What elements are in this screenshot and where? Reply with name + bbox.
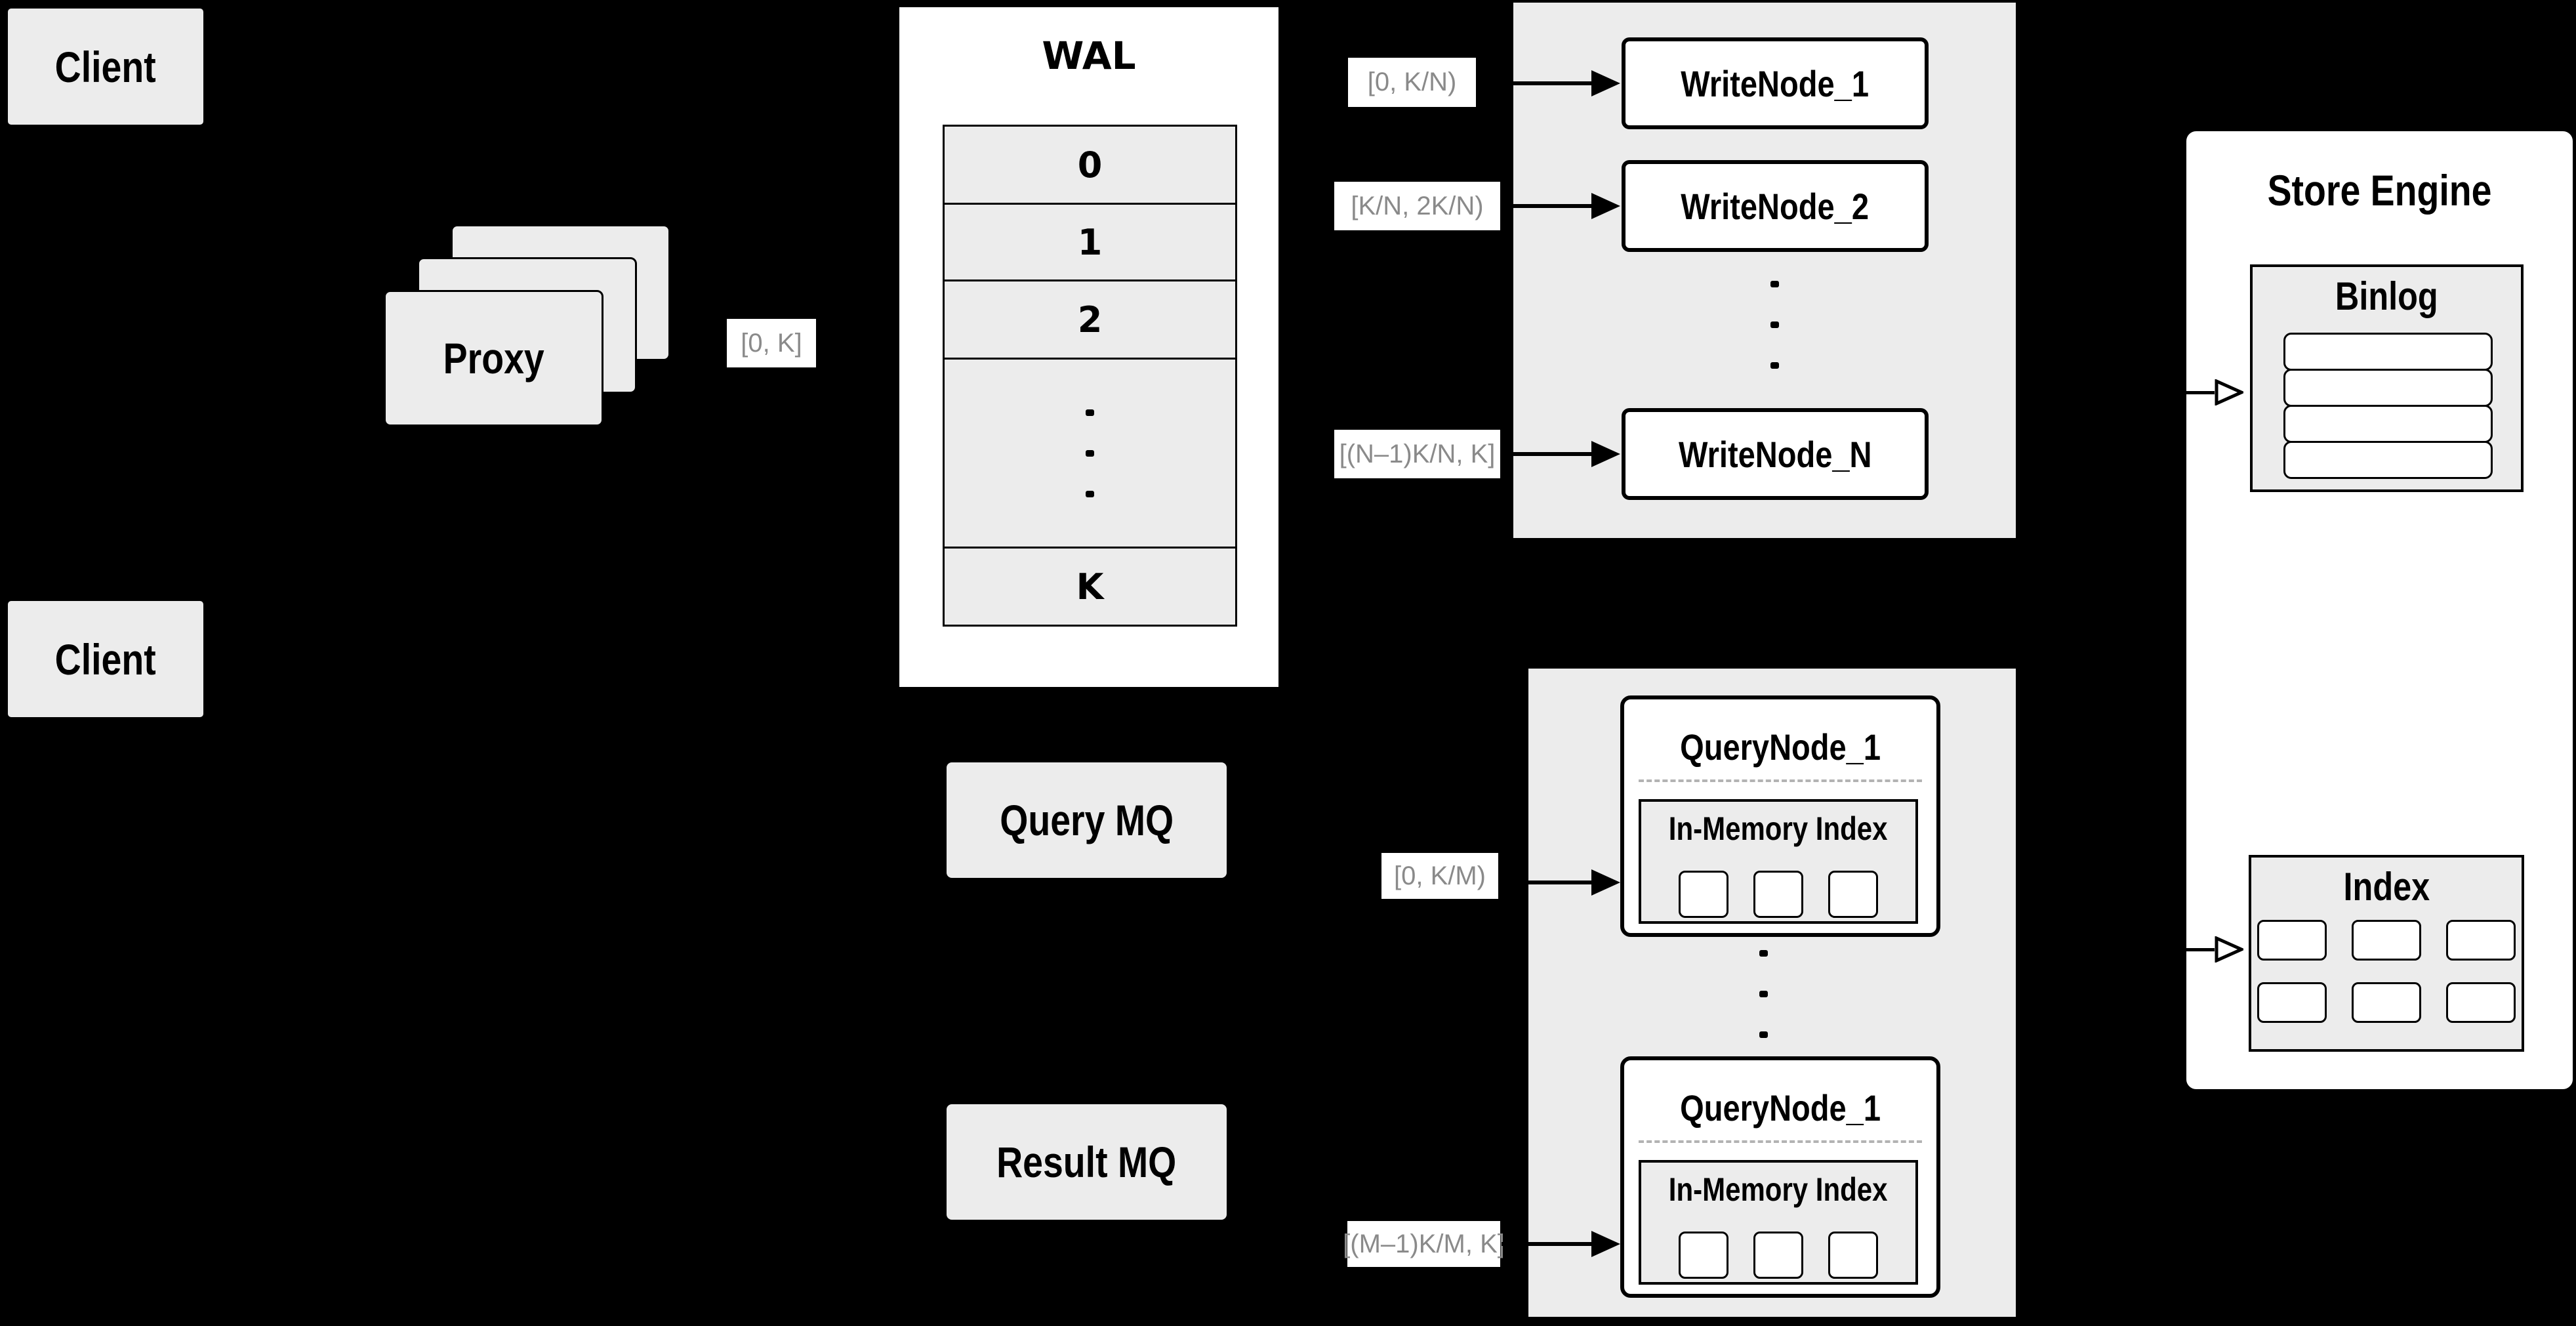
write-group-ellipsis-dots <box>1770 281 1779 369</box>
wal-title: WAL <box>1042 33 1136 78</box>
query-node-top-divider <box>1639 779 1922 782</box>
wal-ellipsis-dots <box>1086 409 1094 497</box>
index-cells-row-2 <box>2251 982 2522 1023</box>
arrow-to-binlog <box>2125 379 2243 405</box>
write-node-1: WriteNode_1 <box>1622 37 1929 129</box>
wal-row-0: 0 <box>945 127 1235 205</box>
in-memory-index-bottom-cells <box>1641 1232 1915 1279</box>
binlog-rows <box>2283 333 2493 479</box>
proxy-card-front: Proxy <box>384 290 603 426</box>
hollow-arrowhead-icon <box>2215 379 2243 405</box>
arrow-to-writenode-n <box>1500 441 1620 467</box>
query-node-bottom: QueryNode_1 In-Memory Index <box>1620 1056 1940 1298</box>
binlog-box: Binlog <box>2250 264 2524 492</box>
write-node-n: WriteNode_N <box>1622 408 1929 500</box>
client-top-label: Client <box>54 42 157 91</box>
binlog-title: Binlog <box>2335 274 2438 318</box>
query-mq-box: Query MQ <box>947 762 1227 878</box>
range-label-query-1: [0, K/M) <box>1381 853 1498 899</box>
hollow-arrowhead-icon <box>2215 936 2243 963</box>
in-memory-index-bottom-title: In-Memory Index <box>1669 1171 1888 1208</box>
client-box-top: Client <box>6 7 205 127</box>
proxy-label: Proxy <box>443 334 544 383</box>
wal-container: WAL 0 1 2 K <box>897 5 1280 689</box>
in-memory-index-top-cells <box>1641 871 1915 918</box>
query-group-ellipsis-dots <box>1759 950 1768 1038</box>
index-title: Index <box>2343 865 2430 909</box>
client-bottom-label: Client <box>54 634 157 684</box>
index-cells-row-1 <box>2251 920 2522 961</box>
query-node-top: QueryNode_1 In-Memory Index <box>1620 695 1940 937</box>
range-label-write-n: [(N–1)K/N, K] <box>1334 430 1500 478</box>
client-box-bottom: Client <box>6 599 205 719</box>
arrow-to-writenode-1 <box>1476 70 1620 96</box>
query-node-bottom-divider <box>1639 1140 1922 1143</box>
in-memory-index-top-title: In-Memory Index <box>1669 810 1888 847</box>
range-label-write-1: [0, K/N) <box>1348 58 1476 107</box>
wal-log-table: 0 1 2 K <box>943 125 1237 627</box>
arrow-to-writenode-2 <box>1500 193 1620 219</box>
store-engine-container: Store Engine Binlog Index <box>2184 129 2575 1091</box>
wal-row-k: K <box>1076 566 1104 608</box>
query-node-top-title: QueryNode_1 <box>1680 726 1881 768</box>
range-label-proxy-wal: [0, K] <box>727 319 816 367</box>
arrow-to-index <box>2125 936 2243 963</box>
wal-row-2: 2 <box>945 281 1235 360</box>
in-memory-index-box-top: In-Memory Index <box>1639 799 1918 924</box>
in-memory-index-box-bottom: In-Memory Index <box>1639 1160 1918 1285</box>
wal-title-wrap: WAL <box>899 33 1278 78</box>
query-node-bottom-title: QueryNode_1 <box>1680 1087 1881 1129</box>
range-label-query-m: [(M–1)K/M, K] <box>1343 1221 1505 1267</box>
wal-row-ellipsis <box>945 360 1235 549</box>
range-label-write-2: [K/N, 2K/N) <box>1334 182 1500 230</box>
write-node-2: WriteNode_2 <box>1622 160 1929 252</box>
index-box: Index <box>2249 855 2524 1052</box>
store-engine-title: Store Engine <box>2267 166 2492 215</box>
query-mq-label: Query MQ <box>1000 796 1174 844</box>
arrow-to-querynode-m <box>1502 1231 1620 1257</box>
wal-row-1: 1 <box>945 205 1235 281</box>
arrow-to-querynode-1 <box>1500 869 1620 896</box>
result-mq-box: Result MQ <box>947 1104 1227 1220</box>
result-mq-label: Result MQ <box>996 1138 1177 1186</box>
